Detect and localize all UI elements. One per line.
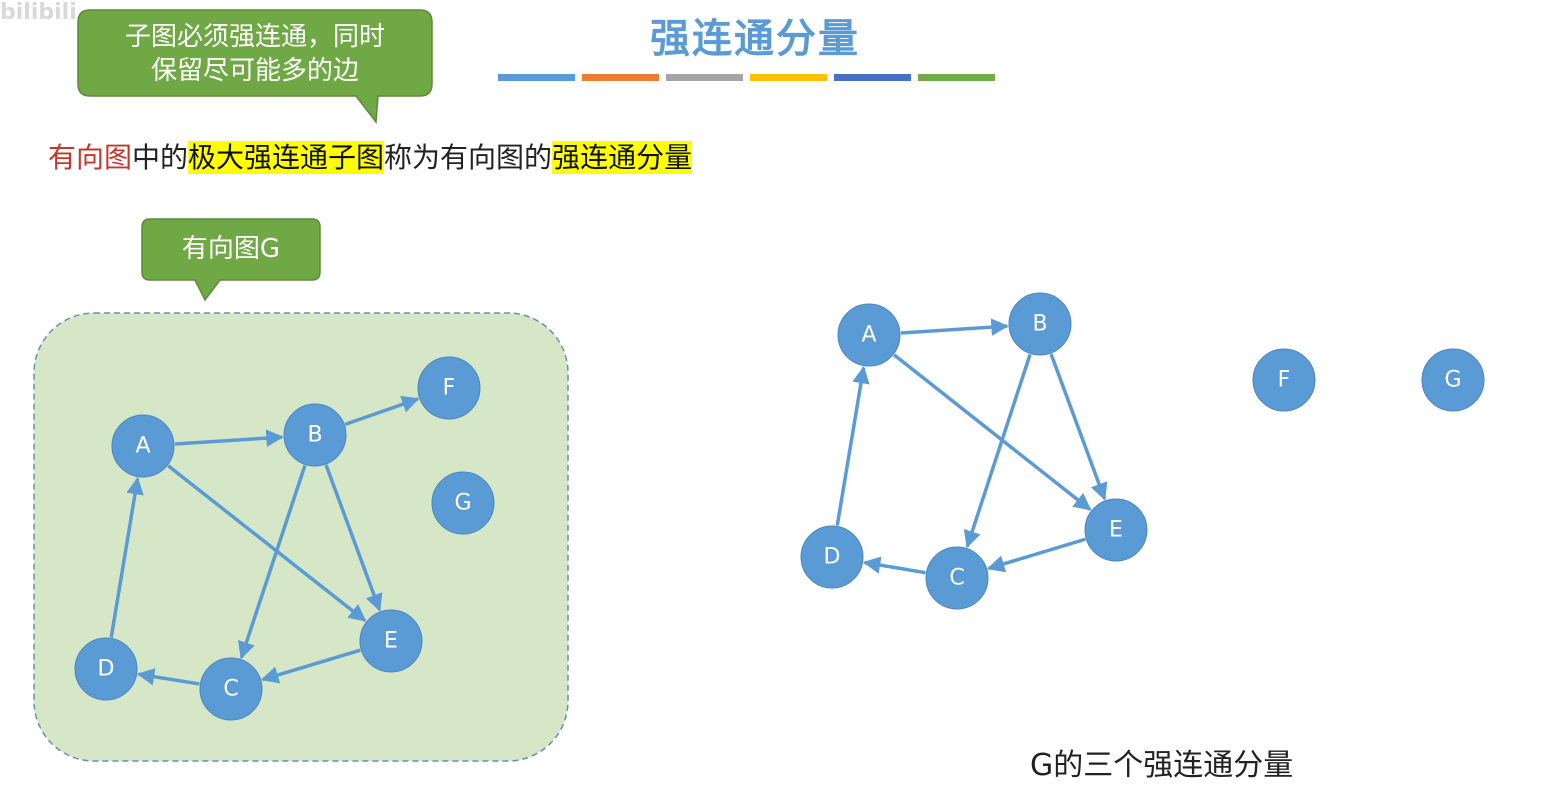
node-circle [800, 525, 864, 589]
node-b: B [283, 403, 347, 467]
node-d: D [74, 637, 138, 701]
node-circle [1084, 498, 1148, 562]
node-circle [74, 637, 138, 701]
node-a: A [837, 303, 901, 367]
edge-c-d [862, 556, 926, 575]
color-bar [666, 74, 743, 81]
node-c: C [199, 657, 263, 721]
callout-top [77, 9, 433, 125]
edge-a-b [900, 318, 1009, 336]
node-label: C [949, 566, 964, 591]
color-bar [750, 74, 827, 81]
node-label: B [307, 423, 322, 448]
color-bar [834, 74, 911, 81]
node-label: B [1032, 312, 1047, 337]
caption-three-scc: G的三个强连通分量 [1030, 748, 1294, 783]
node-circle [417, 356, 481, 420]
edge-a-b [174, 429, 284, 447]
callout-top-bubble [77, 9, 433, 125]
node-label: A [135, 434, 150, 459]
edge-b-f [344, 395, 420, 427]
edge-a-e [893, 353, 1092, 511]
callout-top-line2: 保留尽可能多的边 [150, 56, 359, 86]
node-label: A [861, 323, 876, 348]
node-a: A [111, 414, 175, 478]
definition-highlight-maximal-subgraph: 极大强连通子图 [188, 141, 385, 174]
node-e: E [1084, 498, 1148, 562]
slide-title: 强连通分量 [650, 16, 860, 62]
node-circle [1421, 348, 1485, 412]
node-label: D [98, 657, 115, 682]
node-f: F [417, 356, 481, 420]
graph-g-nodes: A B C D E F G [74, 356, 495, 721]
node-c: C [925, 546, 989, 610]
node-circle [1008, 292, 1072, 356]
node-label: D [824, 545, 841, 570]
node-circle [431, 471, 495, 535]
node-circle [283, 403, 347, 467]
callout-graph-label: 有向图G [181, 234, 281, 264]
node-label: E [1109, 518, 1123, 543]
node-label: C [223, 677, 238, 702]
graph-g-panel [33, 312, 569, 762]
edge-c-d [136, 668, 200, 686]
definition-connector: 称为有向图的 [384, 141, 553, 174]
edge-d-a [109, 476, 144, 638]
edge-b-c [963, 353, 1032, 549]
definition-connector: 中的 [132, 141, 189, 174]
watermark: bilibili [0, 0, 77, 25]
node-e: E [359, 609, 423, 673]
definition-text: 有向图中的极大强连通子图称为有向图的强连通分量 [48, 136, 693, 176]
color-bar [582, 74, 659, 81]
callout-graph [141, 218, 321, 302]
node-g: G [1421, 348, 1485, 412]
node-circle [1252, 348, 1316, 412]
edge-b-c [237, 464, 307, 660]
node-label: E [384, 629, 398, 654]
definition-highlight-scc: 强连通分量 [552, 141, 693, 174]
edge-a-e [167, 464, 367, 622]
node-f: F [1252, 348, 1316, 412]
edge-e-c [260, 648, 361, 684]
edge-b-e [324, 464, 383, 612]
node-label: F [443, 376, 456, 401]
node-circle [199, 657, 263, 721]
color-bar [918, 74, 995, 81]
node-b: B [1008, 292, 1072, 356]
node-g: G [431, 471, 495, 535]
edge-d-a [835, 365, 870, 526]
title-color-bars [498, 74, 995, 81]
node-label: G [454, 491, 471, 516]
node-circle [111, 414, 175, 478]
edge-b-e [1049, 353, 1108, 501]
node-circle [925, 546, 989, 610]
node-d: D [800, 525, 864, 589]
callout-top-line1: 子图必须强连通，同时 [124, 22, 385, 52]
graph-g-edges [109, 395, 420, 686]
definition-term-directed-graph: 有向图 [48, 141, 133, 174]
callout-top-text: 子图必须强连通，同时 保留尽可能多的边 [78, 20, 432, 88]
node-label: F [1278, 368, 1291, 393]
edge-e-c [986, 537, 1086, 573]
node-label: G [1444, 368, 1461, 393]
callout-graph-bubble [141, 218, 321, 302]
scc-edges [835, 318, 1108, 575]
color-bar [498, 74, 575, 81]
node-circle [359, 609, 423, 673]
scc-nodes: A B C D E F G [800, 292, 1485, 610]
node-circle [837, 303, 901, 367]
